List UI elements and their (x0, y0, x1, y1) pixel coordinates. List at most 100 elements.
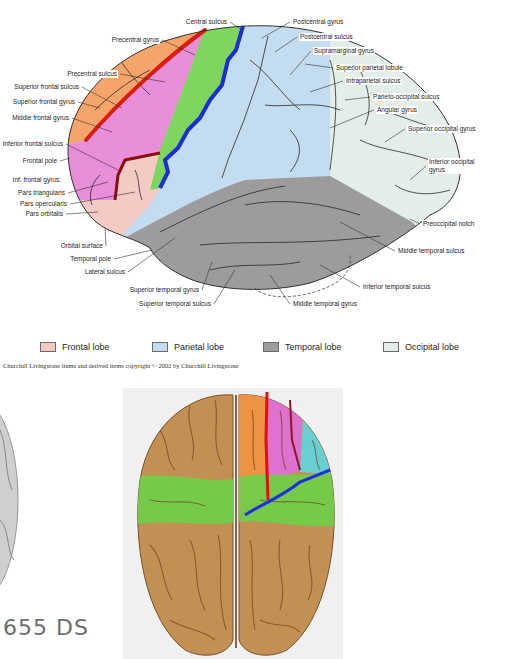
structure-label: Inferior occipital gyrus (428, 158, 490, 174)
sulcus (135, 170, 142, 200)
structure-label: Intraparietal sulcus (345, 77, 402, 85)
structure-label: Precentral gyrus (111, 36, 160, 44)
leader-line (162, 40, 195, 55)
lobe-regions (0, 0, 517, 340)
leader-line (330, 110, 374, 128)
leader-line (305, 64, 333, 68)
gyrus-line (279, 540, 283, 610)
structure-label: Middle frontal gyrus (11, 114, 70, 122)
leader-line (385, 129, 405, 142)
green-band (130, 470, 345, 526)
parietal-region (0, 0, 517, 340)
leader-line (275, 37, 297, 52)
legend-text: Parietal lobe (174, 341, 224, 353)
structure-label: Pars opercularis (19, 200, 68, 208)
leader-line (66, 212, 98, 214)
leader-line (320, 265, 360, 287)
gyrus-line (150, 500, 205, 506)
structure-label: Inferior temporal sulcus (362, 283, 432, 291)
leader-line (290, 51, 311, 75)
legend-swatch (40, 342, 56, 352)
leader-lines (60, 22, 426, 304)
structure-label: Postcentral gyrus (292, 18, 344, 26)
partial-brain-sulci (0, 430, 14, 560)
leader-line (230, 22, 242, 30)
photo-gyri (150, 400, 325, 640)
sulcus (265, 105, 340, 110)
legend-swatch (383, 342, 399, 352)
sulcus (250, 60, 300, 110)
leader-line (66, 144, 118, 170)
structure-label: Middle temporal gyrus (292, 300, 358, 308)
structure-label: Inferior frontal sulcus (0, 140, 64, 148)
legend-text: Temporal lobe (285, 341, 342, 353)
sulcus (90, 175, 100, 205)
legend-item: Frontal lobe (40, 341, 110, 353)
gyrus-line (218, 535, 226, 630)
sulcus (395, 185, 450, 194)
gyrus-line (215, 400, 222, 465)
leader-line (410, 219, 420, 224)
structure-label: Angular gyrus (376, 106, 418, 114)
structure-label: Pars orbitalis (24, 210, 64, 218)
inferior-surface-outline (255, 255, 350, 297)
gyrus-line (252, 410, 255, 470)
leader-line (310, 81, 343, 92)
sulcus (160, 186, 285, 232)
cyan-overlay (300, 415, 340, 475)
leader-line (202, 262, 212, 290)
figure-mark: 655 DS (2, 615, 90, 641)
legend-text: Occipital lobe (405, 341, 459, 353)
leader-line (345, 97, 370, 100)
leader-line (120, 74, 165, 82)
structure-label: Superior parietal lobule (335, 64, 404, 72)
structure-label: Central sulcus (185, 18, 228, 26)
legend-item: Occipital lobe (383, 341, 459, 353)
structure-label: Superior frontal gyrus (12, 98, 76, 106)
legend-item: Temporal lobe (263, 341, 342, 353)
partial-brain-image (0, 400, 18, 600)
structure-label: Superior temporal sulcus (138, 300, 212, 308)
gyrus-line (150, 545, 172, 600)
legend-swatch (263, 342, 279, 352)
leader-line (60, 158, 70, 161)
sulcus (360, 140, 430, 160)
leader-line (340, 222, 395, 251)
gyrus-line (160, 430, 175, 470)
inferior-frontal-sulcus-line (115, 153, 160, 200)
structure-label: Superior temporal gyrus (129, 286, 200, 294)
structure-label: Frontal pole (22, 157, 58, 165)
structure-label: Temporal pole (69, 255, 112, 263)
structure-label: Superior occipital gyrus (407, 125, 477, 133)
frontal-region (0, 0, 244, 330)
longitudinal-fissure (235, 395, 237, 648)
structure-label: Supramarginal gyrus (313, 47, 375, 55)
leader-line (114, 250, 152, 259)
structure-label: Middle temporal sulcus (397, 247, 465, 255)
leader-line (105, 228, 106, 246)
sulcus (245, 202, 360, 215)
copyright-note: Churchill Livingstone items and derived … (2, 362, 239, 370)
structure-label: Lateral sulcus (84, 268, 126, 276)
superior-frontal-sulcus-line (86, 30, 205, 140)
sulcus (210, 262, 300, 270)
leader-line (70, 192, 135, 204)
leader-line (128, 238, 175, 272)
gyrus-line (170, 620, 215, 640)
leader-line (214, 270, 235, 304)
structure-label: Pars triangularis (17, 189, 66, 197)
leader-line (410, 166, 426, 180)
legend-swatch (152, 342, 168, 352)
structure-label: Preoccipital notch (422, 220, 475, 228)
gyrus-line (189, 405, 194, 460)
leader-line (72, 118, 112, 132)
sulcus (290, 130, 299, 172)
structure-label: Postcentral sulcus (299, 33, 354, 41)
leader-line (262, 22, 290, 38)
structure-label: Inf. frontal gyrus: (12, 176, 62, 184)
magenta-overlay (264, 388, 305, 485)
legend-text: Frontal lobe (62, 341, 110, 353)
photo-red-line (266, 392, 268, 500)
gyrus-line (250, 540, 255, 630)
legend-item: Parietal lobe (152, 341, 224, 353)
